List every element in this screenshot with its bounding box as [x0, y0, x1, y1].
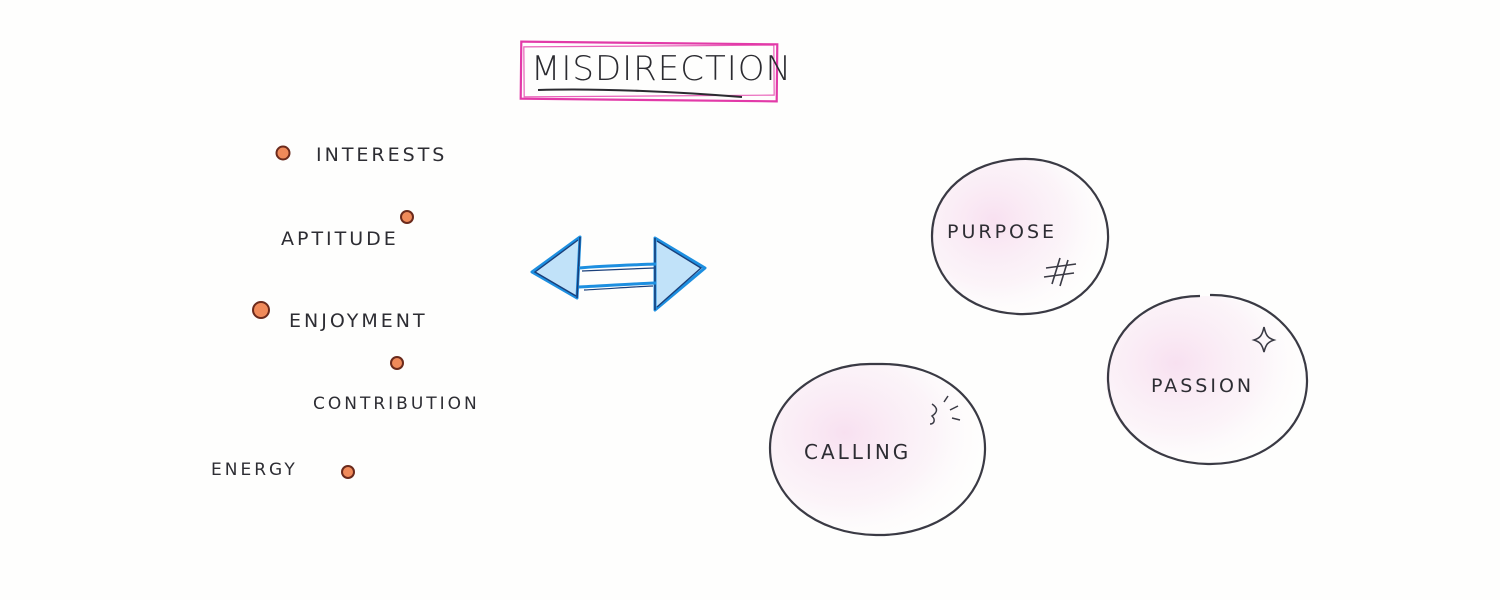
factor-dot: [390, 356, 404, 370]
title-box: [519, 40, 779, 103]
title-box-sketch: [523, 44, 775, 98]
passion-circle: PASSION: [1106, 293, 1309, 466]
factor-label: APTITUDE: [281, 228, 399, 250]
factor-label: ENJOYMENT: [289, 310, 428, 332]
factor-dot: [275, 145, 291, 161]
passion-label: PASSION: [1151, 375, 1254, 397]
title-group: MISDIRECTION: [519, 40, 792, 103]
factor-dot: [341, 465, 355, 479]
factor-list: INTERESTS APTITUDE ENJOYMENT CONTRIBUTIO…: [211, 144, 480, 480]
factor-label: CONTRIBUTION: [313, 394, 480, 414]
purpose-circle: PURPOSE: [930, 157, 1110, 316]
sparkle-icon: [1251, 326, 1277, 353]
double-arrow-icon: [530, 235, 707, 312]
factor-dot: [400, 210, 414, 224]
burst-icon: [929, 395, 961, 425]
title-underline: [537, 88, 743, 98]
calling-label: CALLING: [804, 440, 911, 464]
hash-icon: [1043, 257, 1077, 287]
title: MISDIRECTION: [531, 49, 792, 89]
factor-dot: [252, 301, 270, 319]
purpose-label: PURPOSE: [947, 221, 1057, 243]
factor-label: ENERGY: [211, 460, 298, 480]
calling-circle: CALLING: [768, 362, 987, 537]
factor-label: INTERESTS: [316, 144, 447, 166]
